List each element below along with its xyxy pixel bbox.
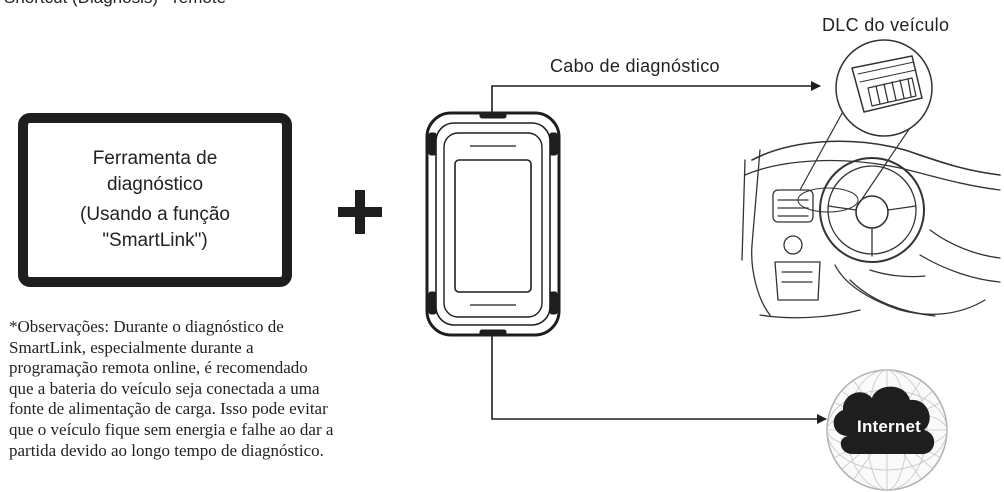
notes-line: *Observações: Durante o diagnóstico de bbox=[9, 317, 284, 336]
vci-device-icon bbox=[425, 111, 561, 337]
notes-line: que o veículo fique sem energia e falhe … bbox=[9, 419, 334, 439]
notes-paragraph: *Observações: Durante o diagnóstico de S… bbox=[9, 317, 429, 461]
vehicle-dlc-label: DLC do veículo bbox=[822, 15, 950, 35]
notes-line: programação remota online, é recomendado bbox=[9, 358, 308, 378]
tool-box-line-4: "SmartLink") bbox=[102, 230, 208, 251]
vehicle-dashboard-icon bbox=[741, 39, 1001, 319]
notes-line: que a bateria do veículo seja conectada … bbox=[9, 378, 320, 398]
connector-arrows bbox=[491, 81, 827, 424]
tool-box-line-1: Ferramenta de bbox=[92, 148, 218, 169]
tool-box-line-3: (Usando a função bbox=[80, 204, 230, 225]
notes-line: partida devido ao longo tempo de diagnós… bbox=[9, 440, 324, 460]
notes-line: SmartLink, especialmente durante a bbox=[9, 337, 254, 357]
cable-arrow bbox=[491, 81, 821, 118]
internet-globe-icon bbox=[826, 369, 948, 491]
diagnostic-tool-box: Ferramenta de diagnóstico (Usando a funç… bbox=[18, 113, 292, 287]
notes-line: fonte de alimentação de carga. Isso pode… bbox=[9, 399, 328, 419]
plus-icon bbox=[338, 190, 382, 234]
partial-top-text: Shortcut (Diagnosis) - remote bbox=[4, 0, 226, 8]
tool-box-line-2: diagnóstico bbox=[106, 174, 204, 195]
diagnostic-cable-label: Cabo de diagnóstico bbox=[550, 56, 720, 76]
internet-arrow bbox=[491, 336, 827, 424]
internet-label: Internet bbox=[857, 417, 921, 436]
